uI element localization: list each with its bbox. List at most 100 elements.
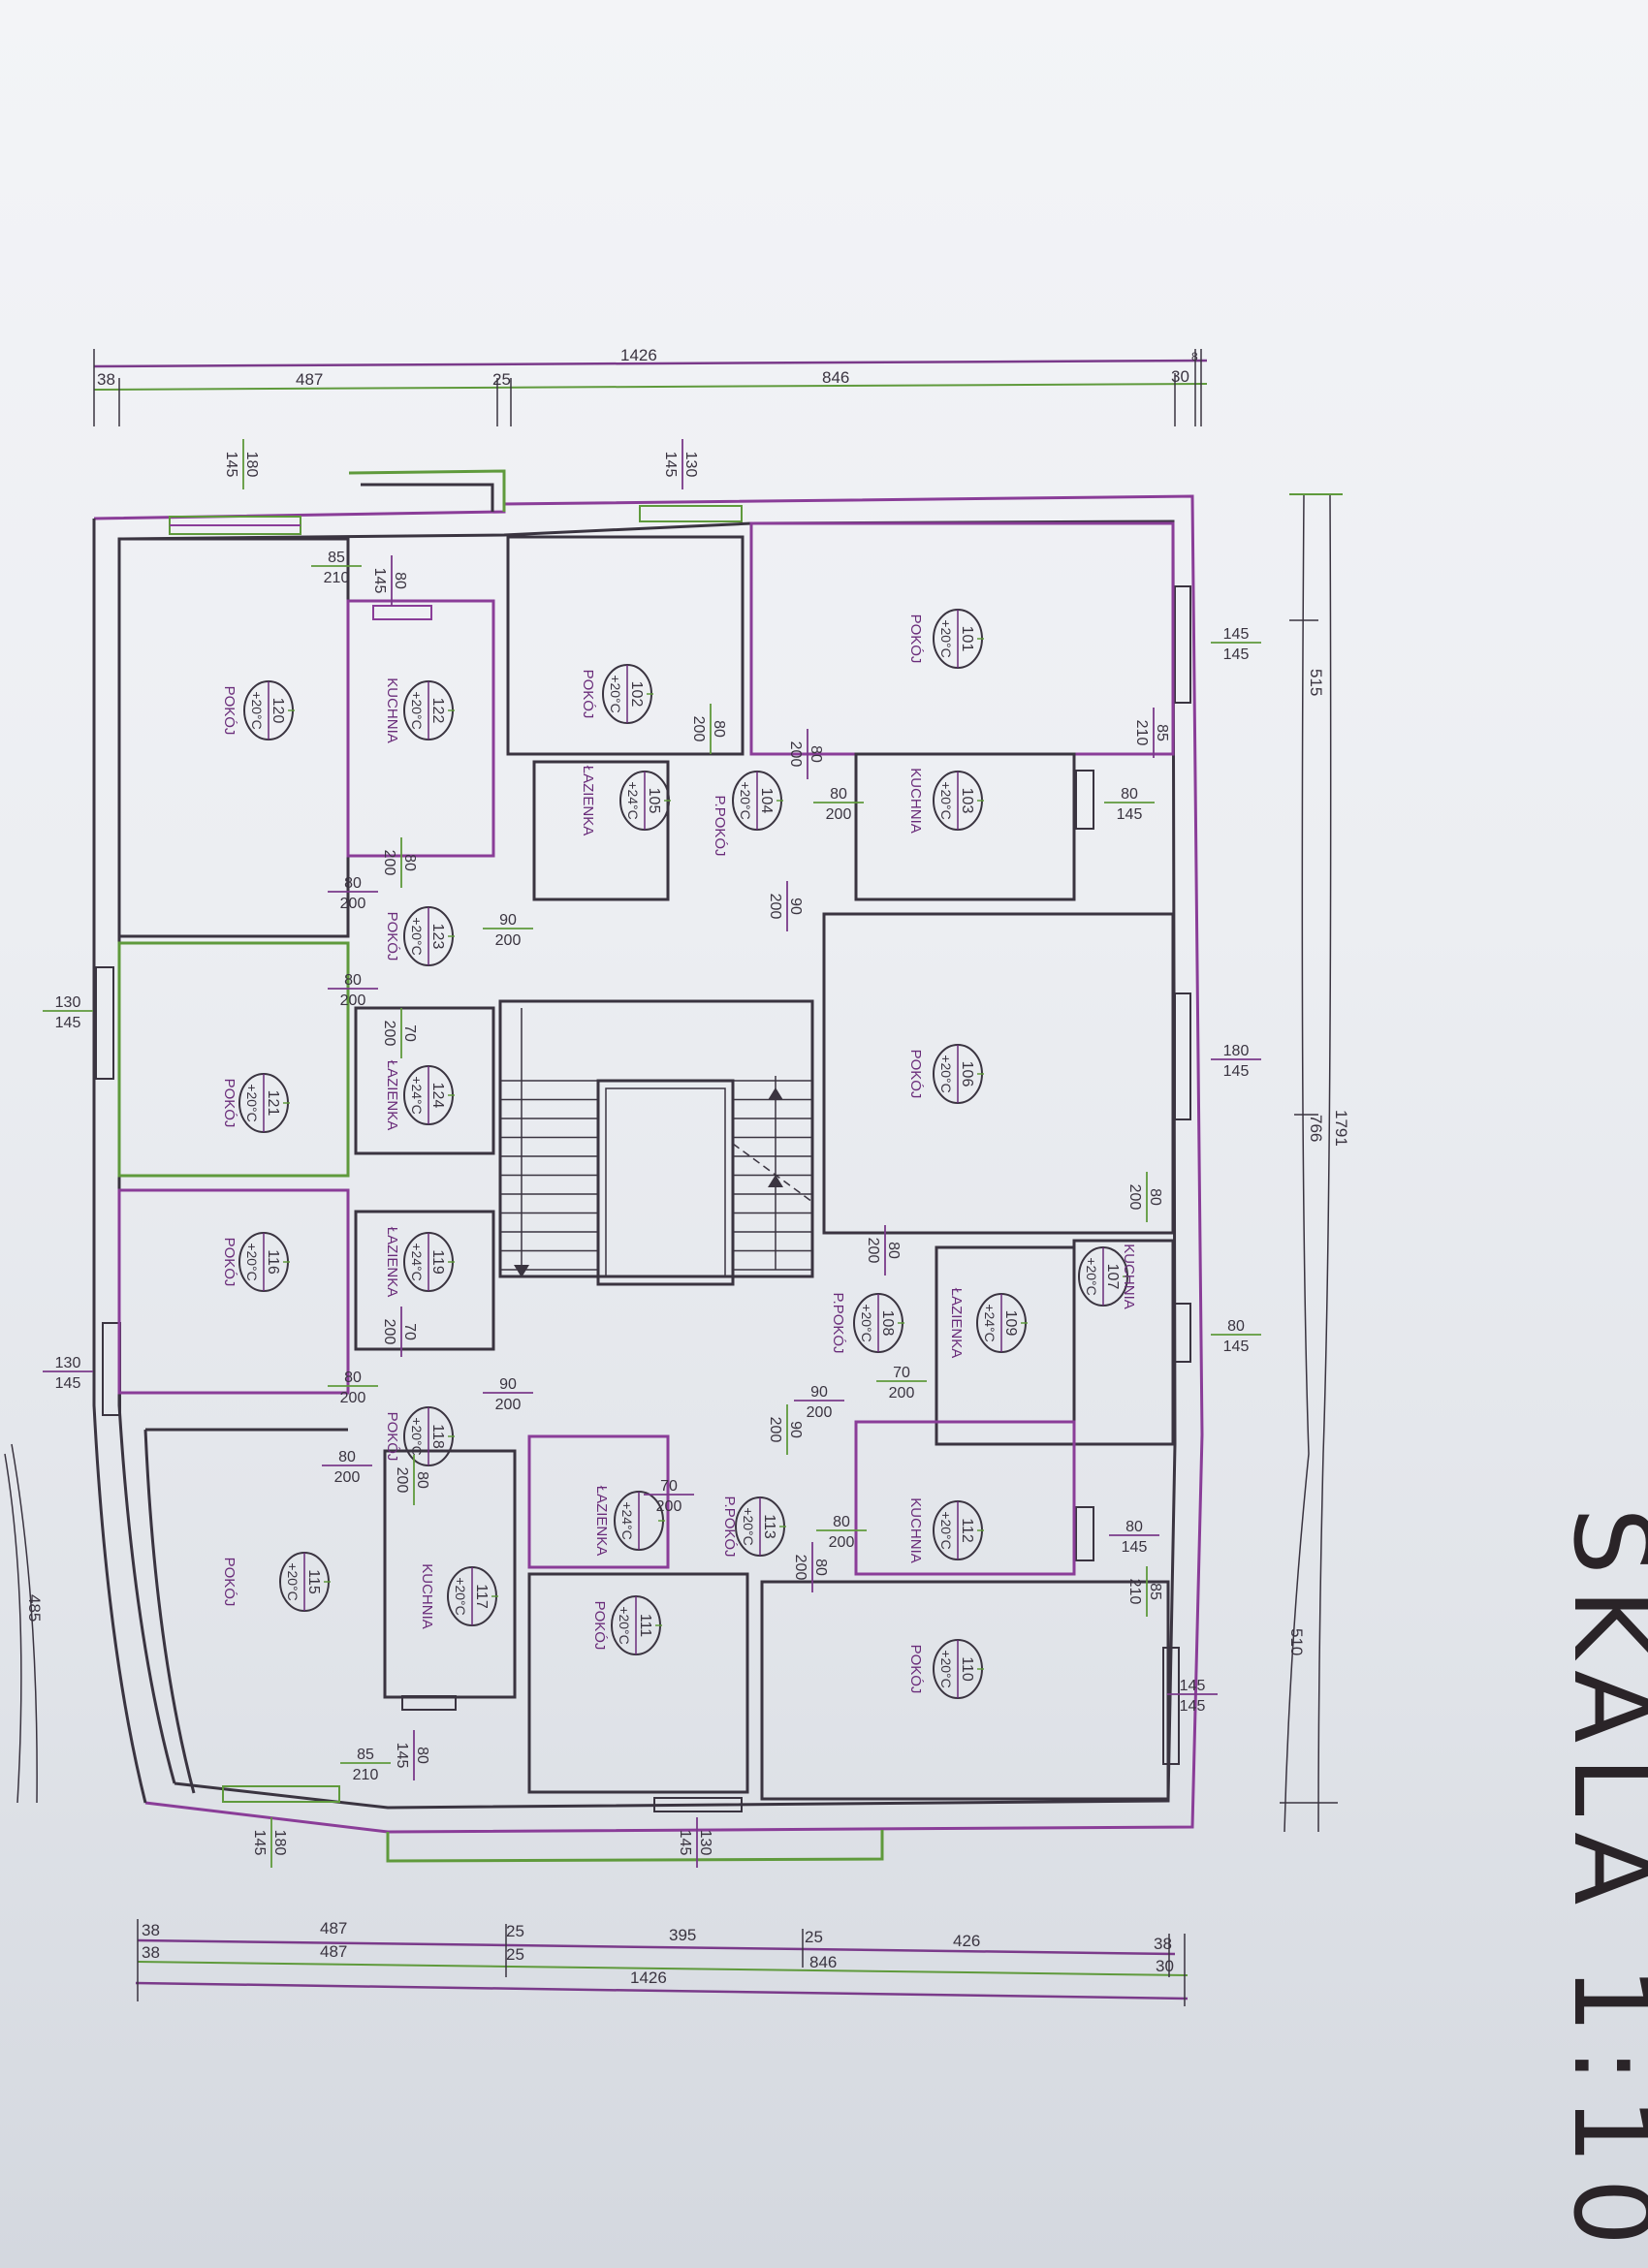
room-number: 124: [429, 1083, 446, 1109]
opening-height: 200: [381, 1319, 397, 1345]
room-name: POKÓJ: [907, 1050, 924, 1099]
opening-height: 145: [251, 1830, 268, 1856]
room-temperature: +20°C: [244, 1243, 260, 1280]
opening-width: 80: [414, 1471, 430, 1489]
opening-width: 80: [1125, 1519, 1143, 1535]
opening-width: 85: [1154, 724, 1170, 741]
dim-top-seg: 487: [296, 370, 323, 389]
dim-top-seg: 846: [822, 368, 849, 387]
room-number: 105: [646, 788, 662, 814]
opening-height: 145: [677, 1830, 693, 1856]
opening-width: 80: [711, 720, 727, 738]
room-name: ŁAZIENKA: [384, 1060, 400, 1131]
room-badge: 124+24°C: [403, 1065, 455, 1125]
opening-height: 200: [340, 1390, 366, 1406]
opening-height: 200: [889, 1385, 915, 1402]
room-temperature: +20°C: [608, 675, 623, 712]
opening-width: 80: [808, 745, 824, 763]
opening-height: 210: [353, 1767, 379, 1783]
room-name: P.POKÓJ: [712, 795, 728, 856]
opening-height: 200: [787, 741, 804, 768]
opening-width: 80: [392, 572, 408, 589]
room-temperature: +20°C: [453, 1577, 468, 1615]
dim-right-total: 1791: [1332, 1110, 1350, 1147]
room-name: KUCHNIA: [1121, 1244, 1137, 1309]
opening-height: 145: [1122, 1539, 1148, 1556]
room-badge: 120+20°C: [243, 680, 295, 740]
opening-width: 80: [1121, 786, 1138, 803]
opening-width: 130: [682, 452, 699, 478]
room-number: 110: [959, 1656, 975, 1682]
room-badge: 119+24°C: [403, 1232, 455, 1292]
room-temperature: +20°C: [938, 619, 954, 657]
opening-width: 80: [344, 972, 362, 989]
room-temperature: +20°C: [249, 691, 265, 729]
opening-width: 85: [357, 1747, 374, 1763]
opening-height: 200: [792, 1555, 808, 1581]
room-number: 107: [1104, 1264, 1121, 1290]
room-number: 121: [265, 1090, 281, 1117]
room-temperature: +20°C: [938, 1511, 954, 1549]
room-badge: 107+20°C: [1078, 1246, 1129, 1307]
top-dimension-chain: 1426 38 487 25 846 30 8: [93, 346, 1208, 426]
room-number: 113: [761, 1514, 777, 1539]
room-name: KUCHNIA: [907, 1497, 924, 1563]
opening-height: 145: [394, 1743, 410, 1769]
room-badge: 102+20°C: [602, 664, 653, 724]
room-temperature: +24°C: [409, 1243, 425, 1280]
opening-height: 200: [767, 1417, 783, 1443]
room-number: 109: [1002, 1310, 1019, 1337]
opening-width: 90: [787, 1421, 804, 1438]
dim-bottom-row1: 426: [953, 1932, 980, 1950]
opening-width: 80: [833, 1514, 850, 1530]
opening-height: 200: [334, 1469, 361, 1486]
opening-width: 85: [328, 550, 345, 566]
dim-bottom-row2: 846: [809, 1953, 837, 1971]
room-badge: 112+20°C: [933, 1500, 984, 1560]
dim-bottom-row2: 30: [1156, 1957, 1174, 1975]
room-number: 111: [637, 1614, 653, 1637]
room-badge: 104+20°C: [732, 771, 783, 831]
room-name: ŁAZIENKA: [948, 1288, 965, 1359]
opening-height: 145: [55, 1375, 81, 1392]
room-name: ŁAZIENKA: [580, 766, 596, 836]
room-name: POKÓJ: [221, 686, 238, 736]
room-number: 101: [959, 626, 975, 652]
opening-width: 70: [401, 1024, 418, 1042]
opening-width: 70: [893, 1365, 910, 1381]
opening-height: 200: [829, 1534, 855, 1551]
room-name: POKÓJ: [907, 1645, 924, 1694]
opening-width: 130: [55, 1355, 81, 1371]
staircase: [498, 999, 814, 1286]
dim-bottom-row1: 38: [142, 1921, 160, 1939]
room-number: 108: [879, 1310, 896, 1337]
room-badge: +24°C: [614, 1491, 665, 1551]
room-badge: 111+20°C: [611, 1595, 662, 1655]
dim-bottom-row1: 38: [1154, 1935, 1172, 1953]
room-badge: 122+20°C: [403, 680, 455, 740]
room-name: POKÓJ: [221, 1558, 238, 1607]
room-temperature: +20°C: [938, 1650, 954, 1687]
room-badge: 113+20°C: [735, 1496, 786, 1557]
room-badge: 108+20°C: [853, 1293, 904, 1353]
room-name: POKÓJ: [591, 1601, 608, 1651]
